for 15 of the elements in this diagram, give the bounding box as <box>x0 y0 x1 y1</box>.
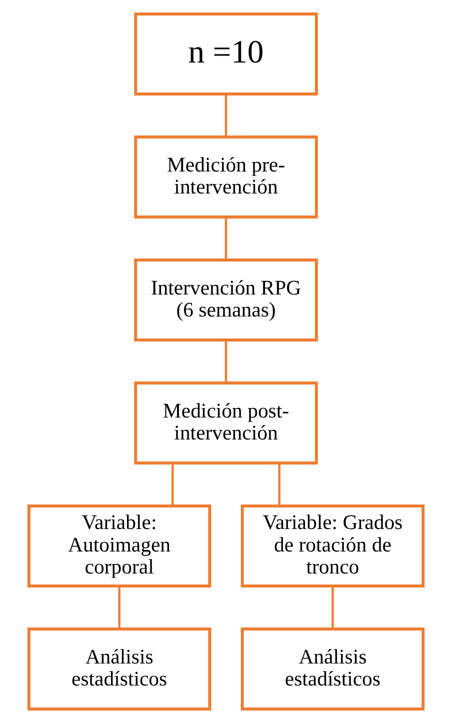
connector <box>332 586 334 629</box>
node-box: Análisis estadísticos <box>240 627 425 710</box>
node-box: Medición pre-intervención <box>134 136 318 219</box>
connector <box>224 217 228 260</box>
connector <box>118 586 120 629</box>
node-box: Análisis estadísticos <box>27 627 212 710</box>
connector <box>224 340 228 383</box>
connector <box>278 463 280 506</box>
node-box: Variable: Grados de rotación de tronco <box>240 504 425 588</box>
node-box: Variable: Autoimagen corporal <box>27 504 212 588</box>
node-box: Intervención RPG (6 semanas) <box>134 258 318 342</box>
node-box: n =10 <box>134 12 318 96</box>
connector <box>224 94 228 137</box>
connector <box>172 463 174 506</box>
node-box: Medición post-intervención <box>134 382 318 464</box>
